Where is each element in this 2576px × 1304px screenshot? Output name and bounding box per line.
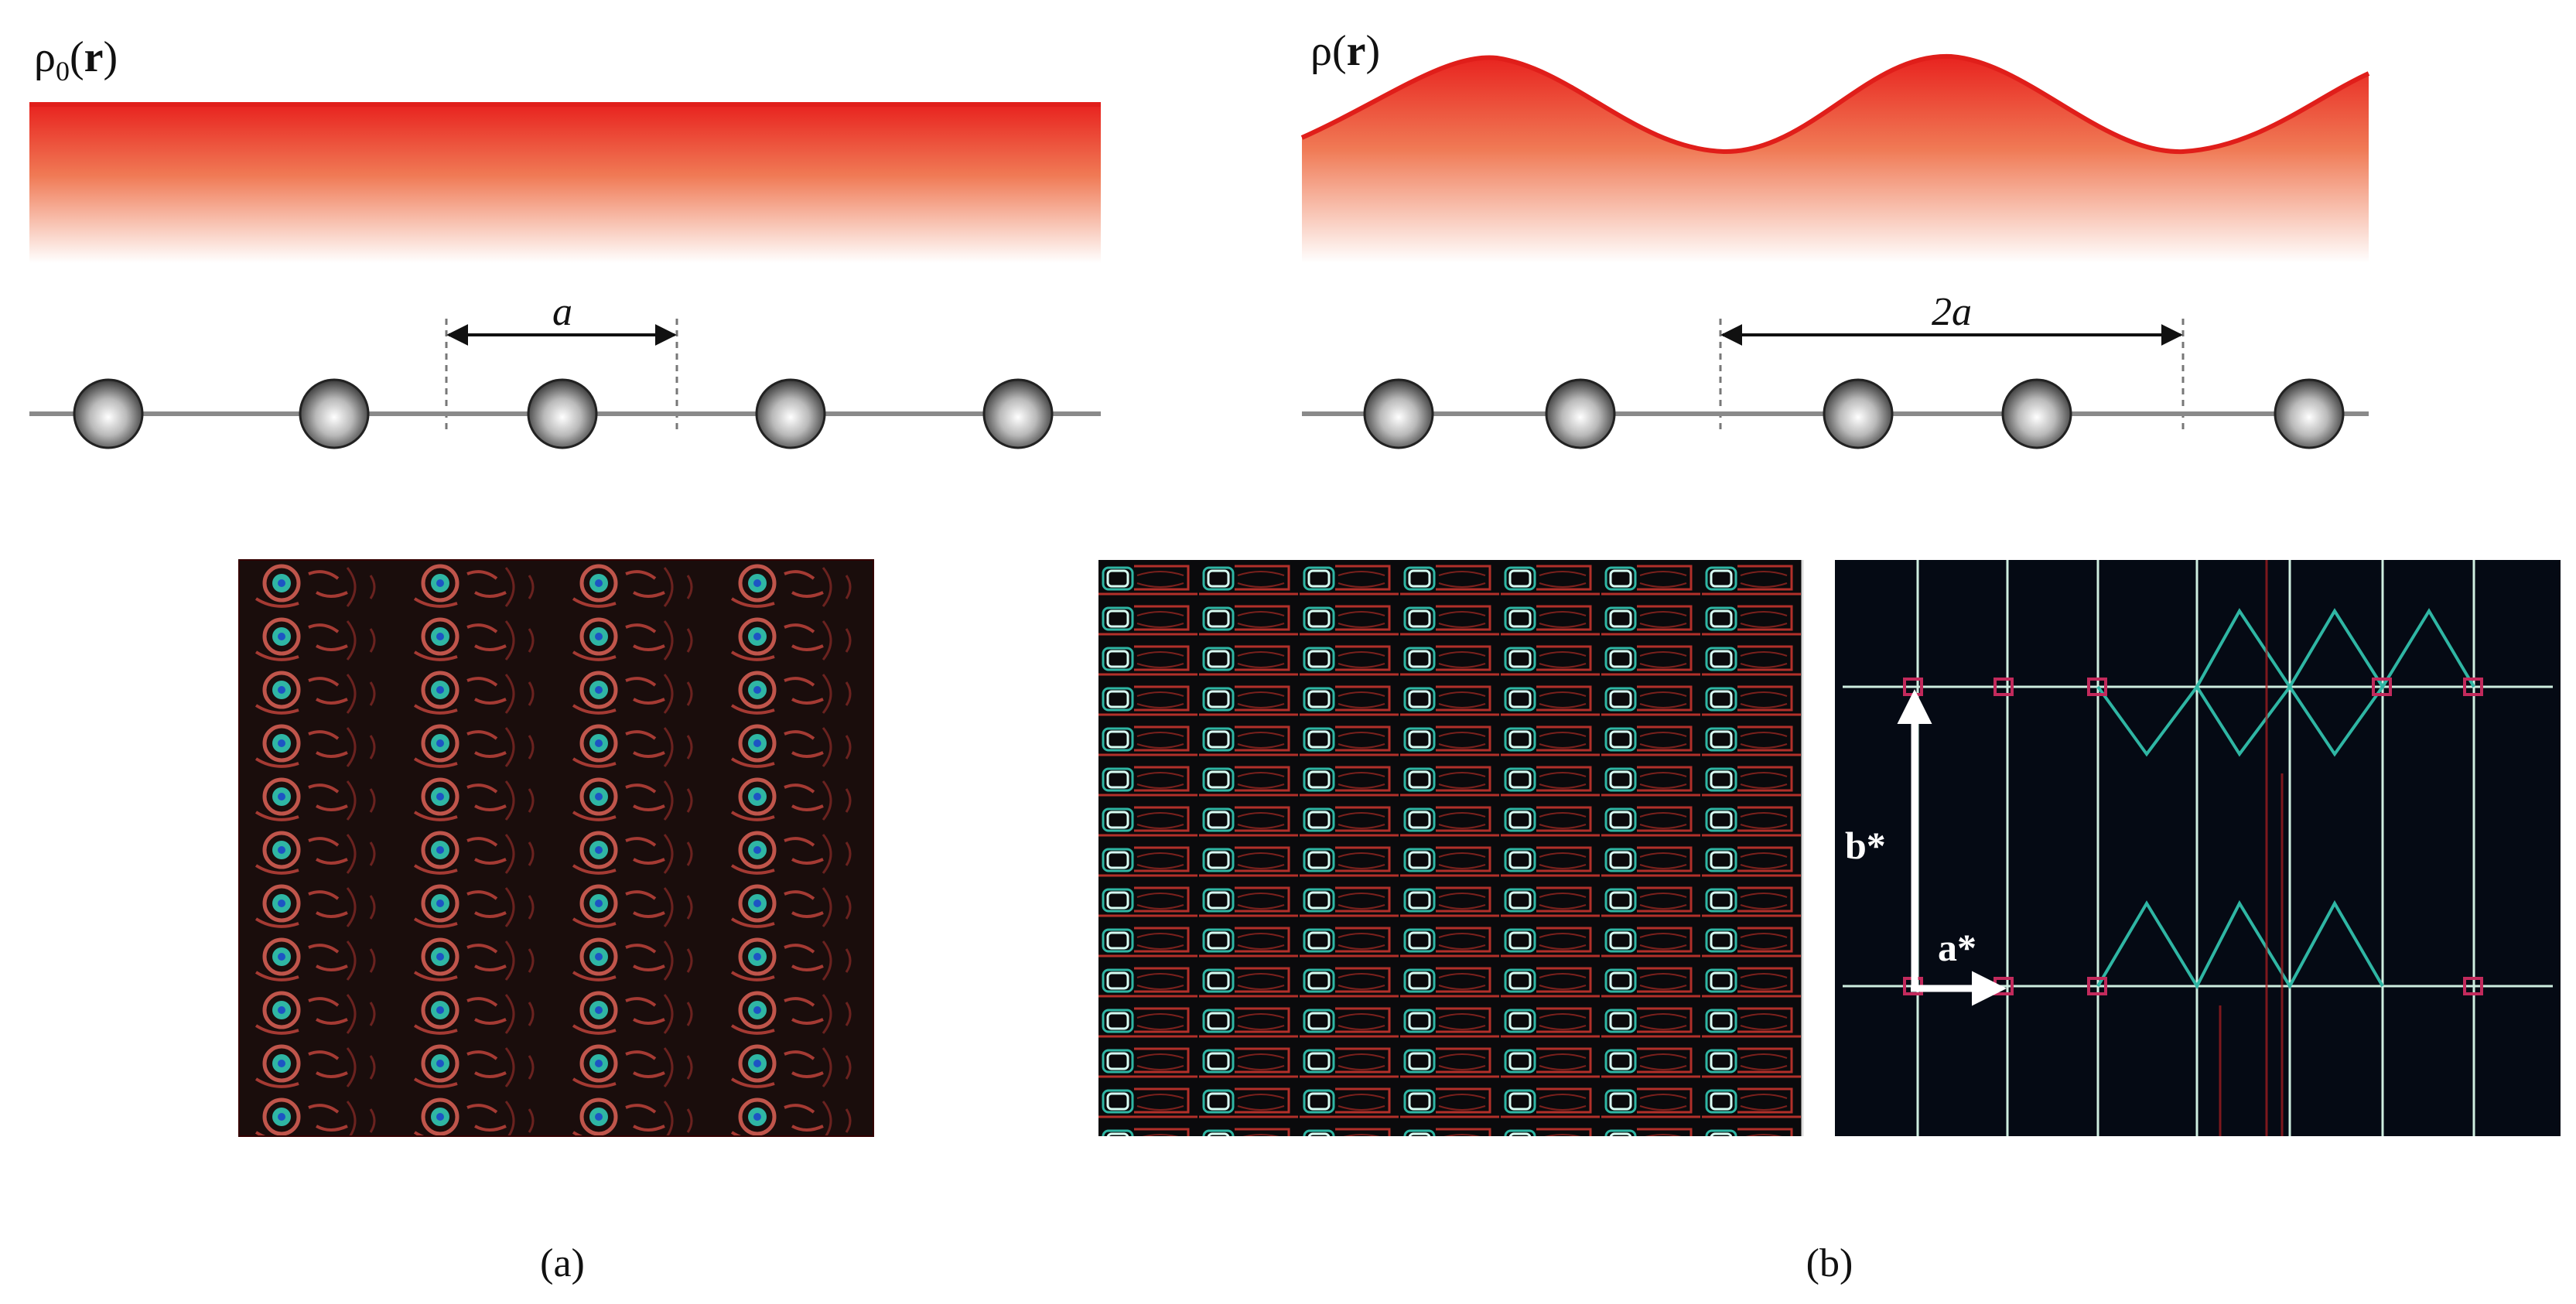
- vector-b-star-label: b*: [1845, 824, 1886, 867]
- atom-b-1: [1363, 378, 1434, 449]
- panel-b: ρ(r) 2a: [1098, 27, 2561, 1285]
- uniform-density-band: [29, 104, 1101, 263]
- spacing-label-2a: 2a: [1932, 290, 1972, 334]
- modulated-density-edge: [1300, 53, 2370, 155]
- atom-a-4: [755, 378, 826, 449]
- vector-a-star-label: a*: [1938, 926, 1976, 969]
- caption-b: (b): [1806, 1241, 1853, 1285]
- diffraction-pattern-b: b* a*: [1835, 560, 2561, 1136]
- atom-b-4: [2001, 378, 2072, 449]
- atom-b-2: [1545, 378, 1616, 449]
- panel-a: ρ0(r) a (a): [29, 33, 1101, 1285]
- atom-b-5: [2274, 378, 2345, 449]
- svg-text:ρ0(r): ρ0(r): [34, 33, 118, 87]
- atom-a-2: [299, 378, 370, 449]
- density-label-a: ρ0(r): [34, 33, 118, 87]
- micrograph-b: [1098, 560, 1804, 1136]
- svg-text:ρ(r): ρ(r): [1310, 27, 1380, 75]
- atom-a-1: [73, 378, 144, 449]
- spacing-label-a: a: [552, 290, 572, 334]
- atom-a-5: [982, 378, 1054, 449]
- modulated-density-band: [1302, 56, 2369, 263]
- atom-b-3: [1823, 378, 1894, 449]
- density-label-b: ρ(r): [1310, 27, 1380, 75]
- micrograph-a: [238, 559, 874, 1137]
- caption-a: (a): [540, 1241, 585, 1285]
- atom-a-3: [527, 378, 598, 449]
